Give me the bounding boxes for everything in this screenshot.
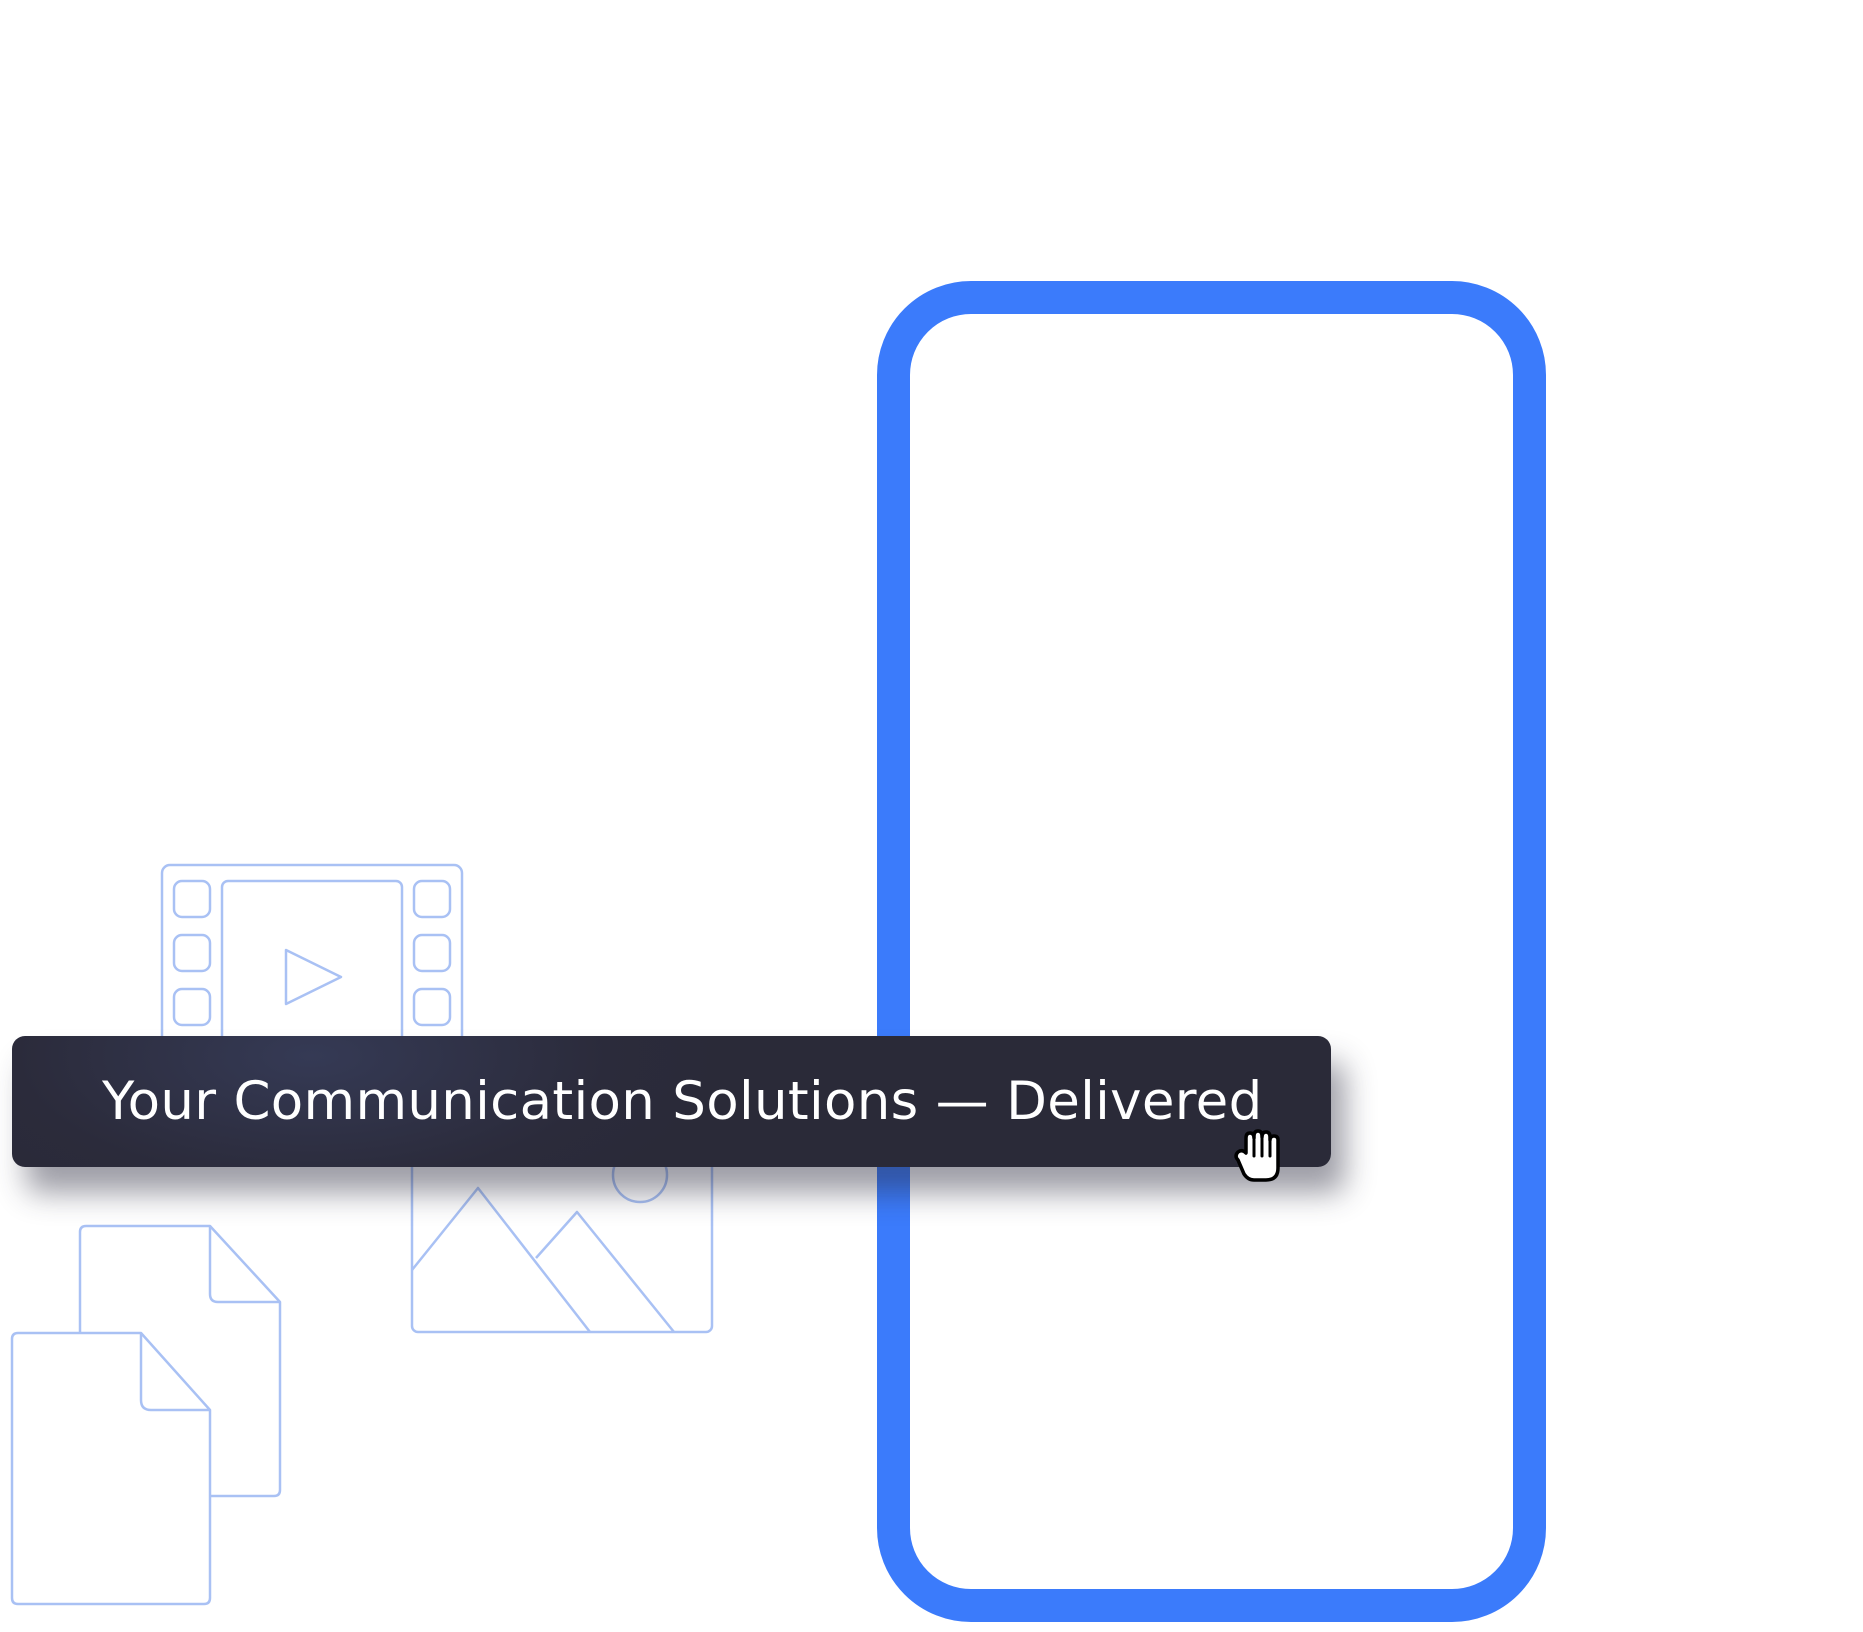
headline-banner: Your Communication Solutions — Delivered [12, 1036, 1331, 1167]
headline-text: Your Communication Solutions — Delivered [102, 1071, 1263, 1132]
film-strip-play-icon [160, 863, 464, 1067]
document-icon-front [10, 1331, 212, 1606]
phone-outline [877, 281, 1546, 1622]
grab-hand-cursor-icon [1234, 1129, 1280, 1182]
